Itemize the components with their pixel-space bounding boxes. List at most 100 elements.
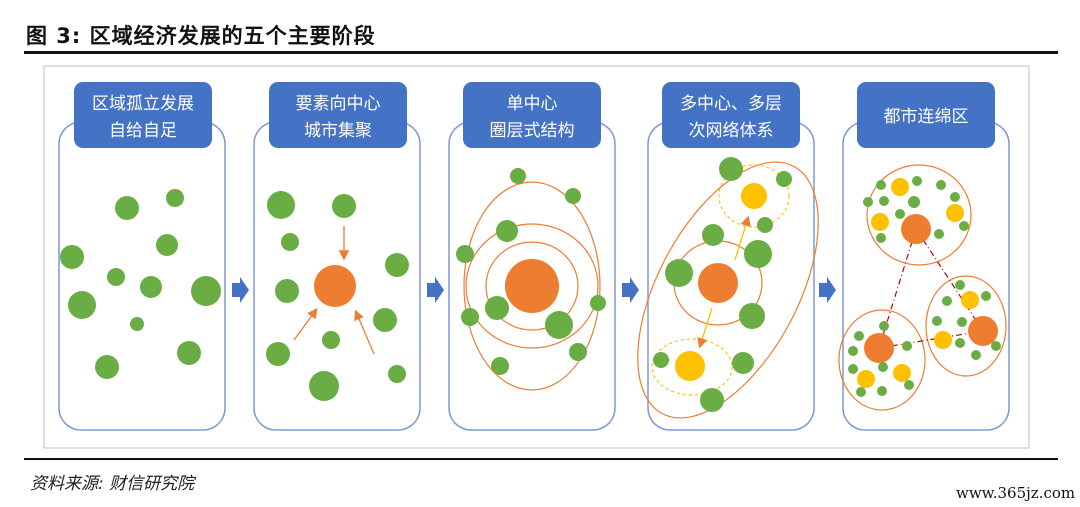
stage-3-title-line-1: 单中心 — [507, 94, 558, 114]
city-link — [915, 228, 984, 332]
stage-4-sub-rings — [651, 164, 790, 396]
sub-center-ring — [718, 164, 790, 228]
green-node — [863, 197, 873, 207]
stage-4-header — [662, 82, 800, 148]
green-node — [936, 180, 946, 190]
flow-arrow — [293, 307, 318, 341]
orbit-ring — [485, 241, 579, 331]
stage-5-clusters — [838, 164, 1007, 411]
green-node — [895, 209, 905, 219]
green-node — [332, 194, 356, 218]
sub-center-ring — [651, 338, 733, 396]
green-node — [68, 291, 96, 319]
stage-1-title-line-2: 自给自足 — [109, 121, 177, 141]
sub-center-node — [675, 351, 705, 381]
bottom-rule — [24, 458, 1058, 460]
stage-3-title-line-2: 圈层式结构 — [490, 121, 575, 141]
green-node — [665, 259, 693, 287]
stage-5-title-line-1: 都市连绵区 — [884, 107, 969, 127]
stage-1-nodes — [60, 189, 221, 379]
stage-1-header — [74, 82, 212, 148]
green-node — [971, 350, 981, 360]
core-city-node — [505, 259, 559, 313]
green-node — [757, 217, 773, 233]
sub-center-node — [946, 204, 964, 222]
stage-4-nodes — [653, 157, 792, 412]
green-node — [177, 341, 201, 365]
sub-center-node — [741, 183, 767, 209]
green-node — [981, 291, 991, 301]
stage-4-title-line-2: 次网络体系 — [689, 121, 774, 141]
transition-arrow-icon — [232, 277, 249, 303]
stage-5-links — [878, 228, 984, 349]
source-note: 资料来源: 财信研究院 — [30, 474, 195, 494]
figure-title: 图 3: 区域经济发展的五个主要阶段 — [26, 24, 376, 48]
orbit-ring — [463, 181, 601, 391]
green-node — [876, 233, 886, 243]
green-node — [957, 317, 967, 327]
green-node — [950, 192, 960, 202]
orbit-ring — [465, 223, 599, 349]
green-node — [912, 176, 922, 186]
sub-center-node — [857, 370, 875, 388]
green-node — [719, 157, 743, 181]
stage-1-title-line-1: 区域孤立发展 — [92, 94, 194, 114]
green-node — [739, 303, 765, 329]
stage-4-sub-centers — [675, 183, 767, 381]
green-node — [565, 188, 581, 204]
stage-3-header — [463, 82, 601, 148]
stage-4-title-line-1: 多中心、多层 — [680, 94, 782, 114]
green-node — [491, 357, 509, 375]
core-city-node — [968, 316, 998, 346]
stage-2-title-line-1: 要素向中心 — [296, 94, 381, 114]
green-node — [902, 341, 912, 351]
green-node — [60, 245, 84, 269]
stage-3: 单中心 圈层式结构 — [448, 82, 616, 431]
green-node — [879, 196, 889, 206]
stage-5-header — [857, 82, 995, 148]
green-node — [309, 371, 339, 401]
sub-center-node — [934, 331, 952, 349]
stage-1: 区域孤立发展 自给自足 — [58, 82, 226, 431]
green-node — [385, 253, 409, 277]
green-node — [932, 316, 942, 326]
green-node — [876, 180, 886, 190]
green-node — [322, 331, 340, 349]
sub-center-node — [891, 178, 909, 196]
green-node — [702, 224, 724, 246]
core-city-node — [864, 333, 894, 363]
green-node — [590, 295, 606, 311]
green-node — [281, 233, 299, 251]
green-node — [485, 296, 509, 320]
green-node — [166, 189, 184, 207]
green-node — [266, 342, 290, 366]
green-node — [267, 191, 295, 219]
transition-arrow-icon — [427, 277, 444, 303]
green-node — [461, 308, 479, 326]
green-node — [908, 196, 920, 208]
transition-arrow-icon — [622, 277, 639, 303]
green-node — [942, 296, 952, 306]
stage-3-nodes — [456, 168, 606, 375]
watermark: www.365jz.com — [956, 484, 1076, 502]
network-boundary — [637, 161, 819, 419]
stage-5-core-cities — [864, 214, 998, 363]
green-node — [854, 331, 864, 341]
green-node — [130, 317, 144, 331]
flow-arrow — [354, 309, 375, 355]
green-node — [877, 386, 887, 396]
green-node — [115, 196, 139, 220]
green-node — [140, 276, 162, 298]
city-cluster-ring — [925, 275, 1007, 377]
stage-5: 都市连绵区 — [838, 82, 1010, 431]
stage-2-nodes — [266, 191, 409, 401]
sub-center-node — [961, 291, 979, 309]
city-cluster-ring — [866, 164, 972, 266]
green-node — [191, 276, 221, 306]
green-node — [991, 341, 1001, 351]
sub-center-node — [893, 364, 911, 382]
green-node — [732, 352, 754, 374]
stage-4: 多中心、多层 次网络体系 — [637, 82, 819, 431]
core-city-node — [698, 263, 738, 303]
